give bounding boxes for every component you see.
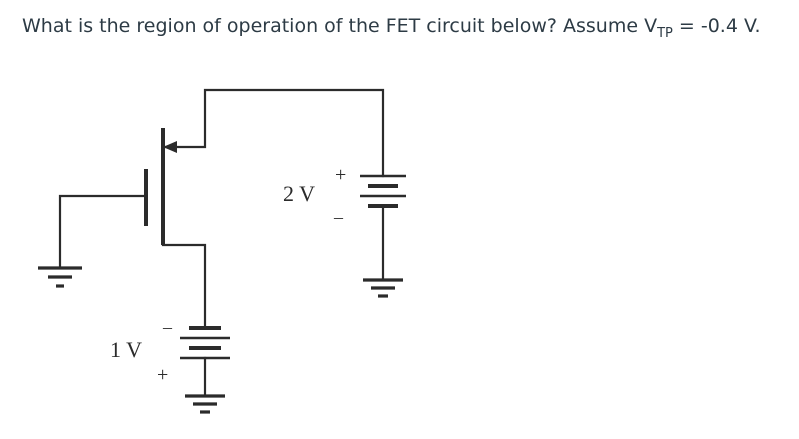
battery-2v-minus: – — [333, 207, 344, 227]
battery-1v-plus: + — [157, 364, 168, 386]
gate-ground-icon — [38, 266, 82, 288]
source-wire — [161, 88, 385, 178]
battery-1v-icon — [180, 326, 230, 360]
battery-1v-label: 1 V — [110, 337, 142, 362]
battery-1v-ground-icon — [185, 394, 225, 414]
battery-1v-minus: – — [162, 317, 173, 337]
battery-2v-label: 2 V — [283, 181, 315, 206]
source-arrow — [163, 141, 177, 153]
drain-wire — [161, 243, 207, 330]
battery-2v-ground-icon — [363, 278, 403, 298]
battery-2v-icon — [360, 174, 406, 208]
question-text: What is the region of operation of the F… — [22, 12, 761, 43]
question-prefix: What is the region of operation of the F… — [22, 15, 658, 37]
gate-wire — [58, 194, 148, 270]
vtp-subscript: TP — [657, 26, 673, 41]
question-suffix: = -0.4 V. — [672, 15, 761, 37]
battery-2v-plus: + — [335, 164, 346, 186]
